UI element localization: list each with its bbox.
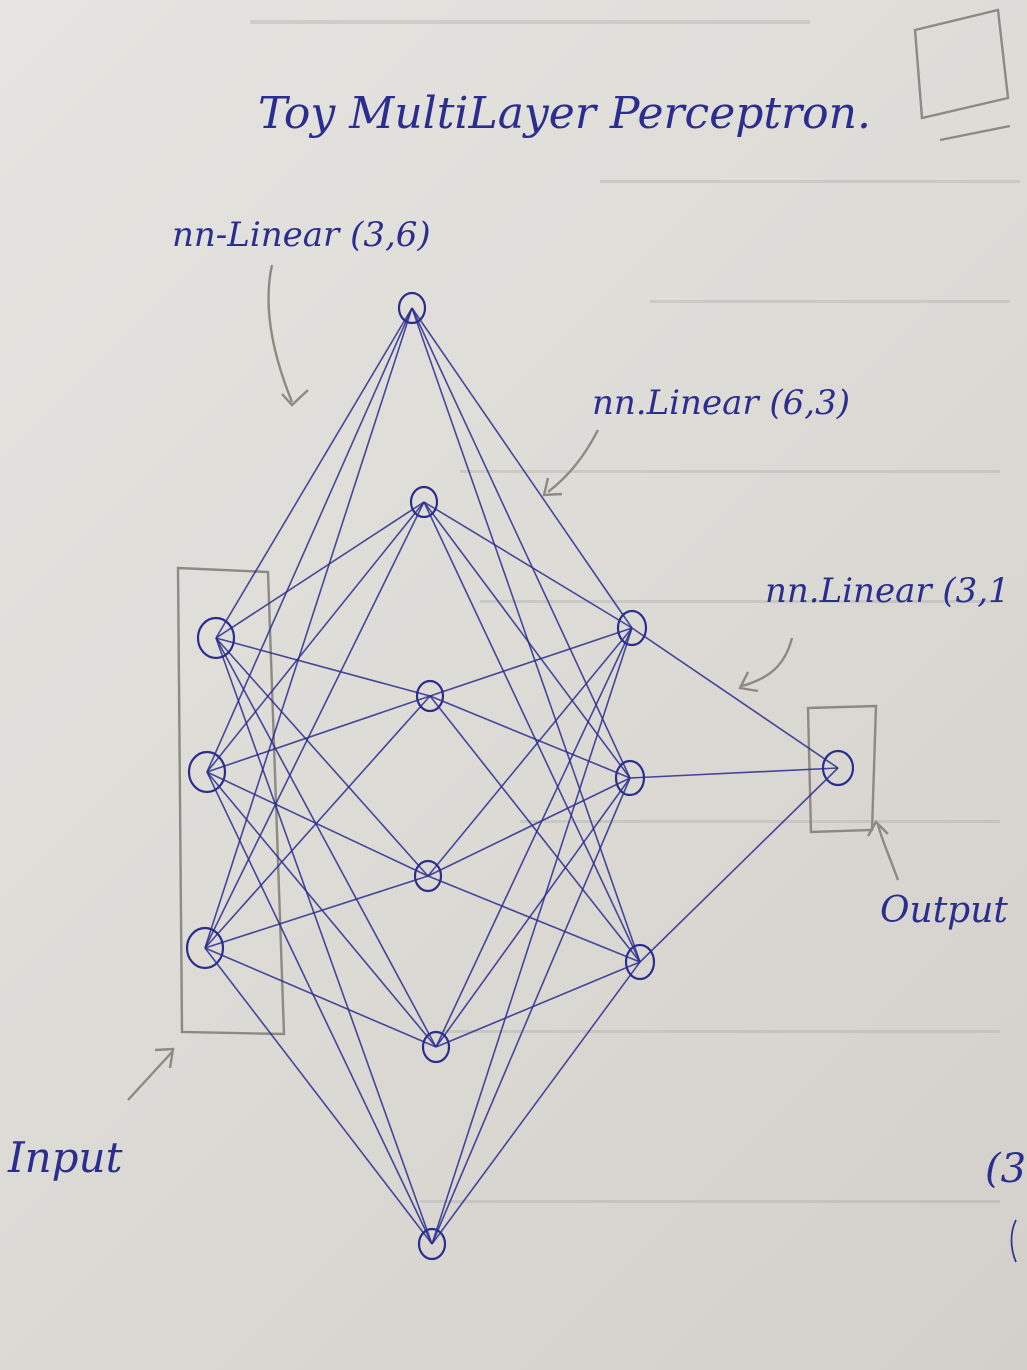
edge-l2-0-2: [411, 307, 641, 963]
edge-l2-1-1: [423, 501, 631, 779]
edge-l2-5-1: [431, 777, 631, 1245]
edge-l1-1-5: [206, 771, 433, 1245]
edge-l1-0-0: [215, 307, 413, 639]
hidden2-node: [616, 609, 648, 647]
edge-l1-0-1: [215, 501, 425, 639]
hidden1-node: [415, 679, 445, 713]
edge-l1-0-3: [215, 637, 429, 877]
edge-l1-1-0: [206, 307, 413, 773]
edge-l1-2-4: [204, 947, 437, 1048]
annotation-arrows: [127, 264, 900, 1101]
edge-l1-1-4: [206, 771, 437, 1048]
input-node: [187, 750, 227, 794]
edge-l3-2-0: [639, 767, 839, 963]
output-label: Output: [880, 890, 1008, 931]
edge-l2-2-0: [429, 627, 633, 697]
edge-l1-1-3: [206, 771, 429, 877]
edge-l2-0-0: [411, 307, 633, 629]
output-layer: [821, 749, 855, 787]
edge-l2-2-2: [429, 695, 641, 963]
hidden1-node: [397, 291, 427, 325]
label-layer3: nn.Linear (3,1: [765, 571, 1010, 611]
input-layer-box: [176, 566, 286, 1036]
edge-fragment-text: (3: [985, 1146, 1026, 1192]
edge-l1-2-0: [204, 307, 413, 949]
edge-l1-1-1: [206, 501, 425, 773]
hidden1-node: [417, 1227, 447, 1261]
edge-l2-3-2: [427, 875, 641, 963]
edge-l1-2-2: [204, 695, 431, 949]
edge-l1-1-2: [206, 695, 431, 773]
label-layer1: nn-Linear (3,6): [172, 215, 431, 255]
hidden1-node: [421, 1030, 451, 1064]
hidden1-node: [413, 859, 443, 893]
edge-l1-0-2: [215, 637, 431, 697]
output-node: [821, 749, 855, 787]
edge-l2-3-0: [427, 627, 633, 877]
edge-l1-0-5: [215, 637, 433, 1245]
hidden2-node: [614, 759, 646, 797]
hidden1-node: [409, 485, 439, 519]
edge-l1-2-3: [204, 875, 429, 949]
edge-fragment-paren: [1010, 1219, 1017, 1263]
input-layer: [185, 616, 236, 970]
hidden-layer-1: [397, 291, 451, 1261]
edge-l1-0-4: [215, 637, 437, 1048]
edge-l3-1-0: [629, 767, 839, 779]
hidden2-node: [624, 943, 656, 981]
edge-l2-1-0: [423, 501, 633, 629]
input-node: [196, 616, 236, 660]
edge-l1-2-5: [204, 947, 433, 1245]
diagram-title: Toy MultiLayer Perceptron.: [258, 88, 871, 139]
output-layer-box: [806, 704, 878, 834]
edge-l2-3-1: [427, 777, 631, 877]
input-node: [185, 926, 225, 970]
network-edges: [204, 307, 839, 1245]
edge-l2-5-0: [431, 627, 633, 1245]
edge-l3-0-0: [631, 627, 839, 769]
edge-l2-0-1: [411, 307, 631, 779]
edge-l2-1-2: [423, 501, 641, 963]
edge-l2-4-1: [435, 777, 631, 1048]
edge-l1-2-1: [204, 501, 425, 949]
bleed-through: [250, 20, 1020, 1203]
edge-l2-4-2: [435, 961, 641, 1048]
label-layer2: nn.Linear (6,3): [592, 383, 850, 423]
edge-l2-5-2: [431, 961, 641, 1245]
edge-l2-4-0: [435, 627, 633, 1048]
input-label: Input: [7, 1133, 123, 1182]
corner-sketch: [913, 8, 1011, 142]
edge-l2-2-1: [429, 695, 631, 779]
hidden-layer-2: [614, 609, 656, 981]
